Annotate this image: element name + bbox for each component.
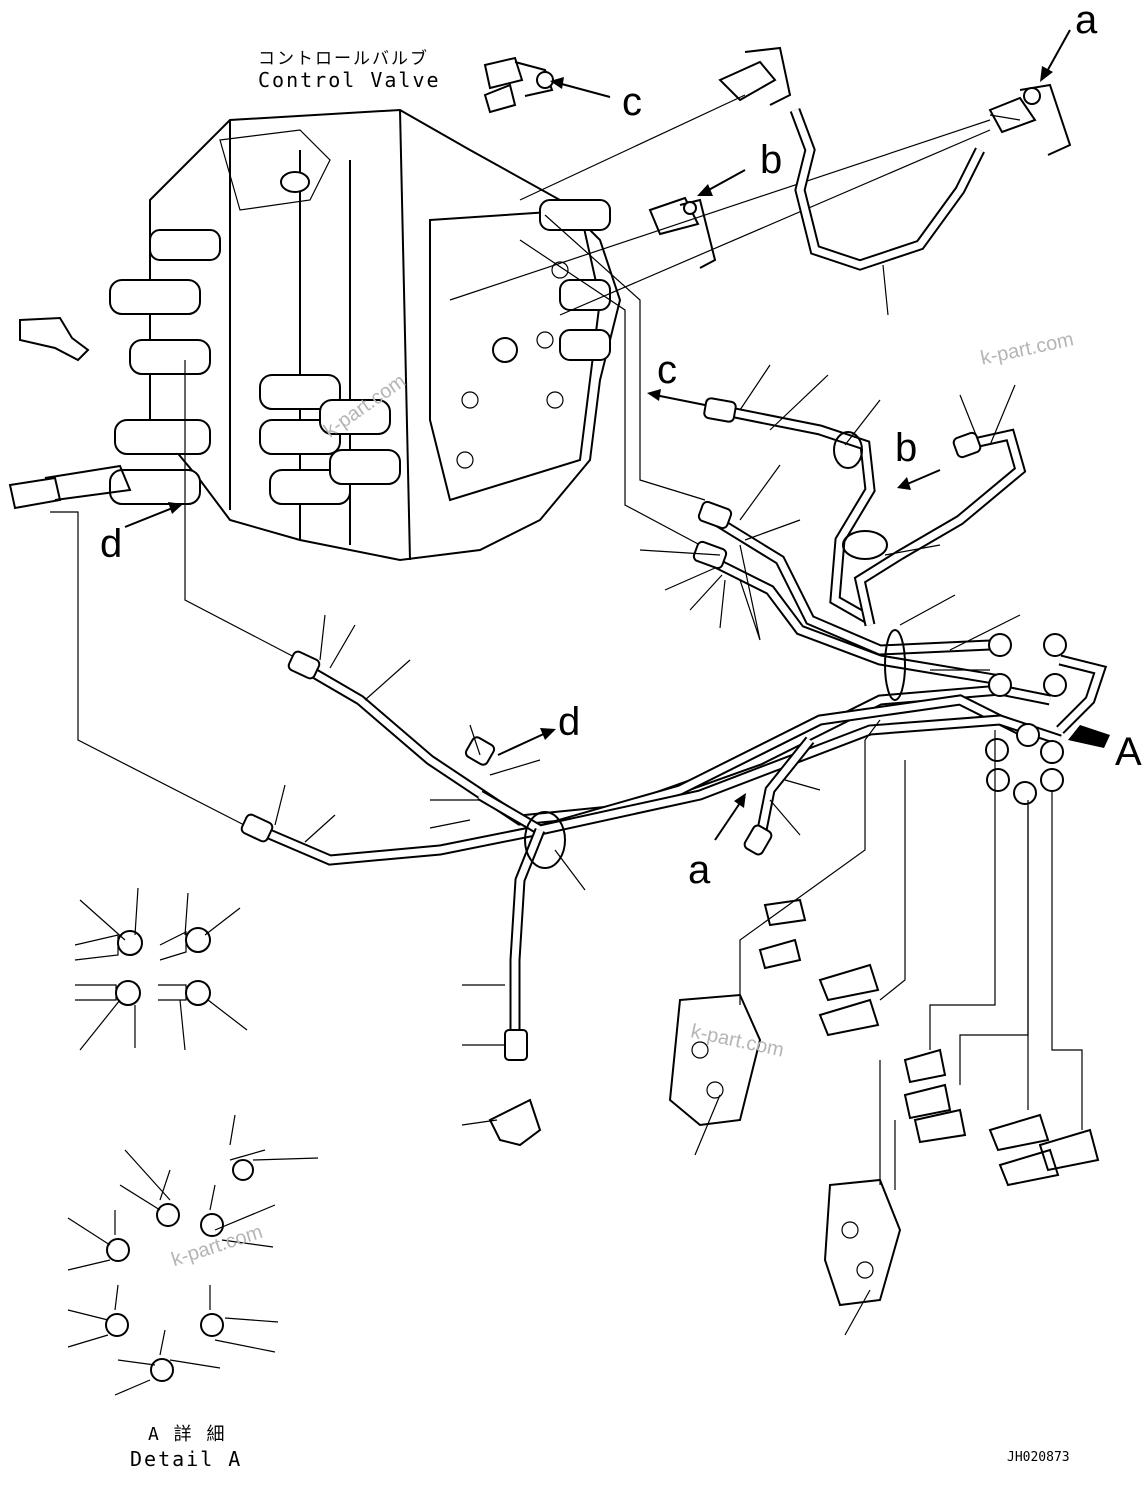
hose-fittings <box>240 397 1067 1061</box>
ref-a-top: a <box>1075 0 1098 42</box>
ref-c-mid: c <box>657 348 677 392</box>
ref-b-top: b <box>760 138 783 182</box>
leader-lines <box>67 114 1021 1396</box>
title-en: Control Valve <box>258 68 441 92</box>
top-fittings <box>483 46 1072 269</box>
ref-c-top: c <box>622 80 642 124</box>
ref-d-left: d <box>100 522 123 566</box>
lower-blocks <box>488 730 1100 1307</box>
ref-a-bottom: a <box>688 848 711 892</box>
small-parts-left <box>74 927 266 1382</box>
detail-en: Detail A <box>130 1447 243 1471</box>
clamps <box>524 431 906 869</box>
hoses <box>252 108 1108 1040</box>
ref-view-a: A <box>1115 730 1142 774</box>
detail-jp: A 詳 細 <box>148 1424 227 1445</box>
reference-lines <box>50 94 991 829</box>
arrows <box>124 29 1110 841</box>
drawing-code: JH020873 <box>1007 1450 1070 1465</box>
control-valve <box>8 108 622 562</box>
ref-b-mid: b <box>895 426 918 470</box>
ref-d-mid: d <box>558 700 581 744</box>
title-jp: コントロールバルブ <box>258 49 429 69</box>
